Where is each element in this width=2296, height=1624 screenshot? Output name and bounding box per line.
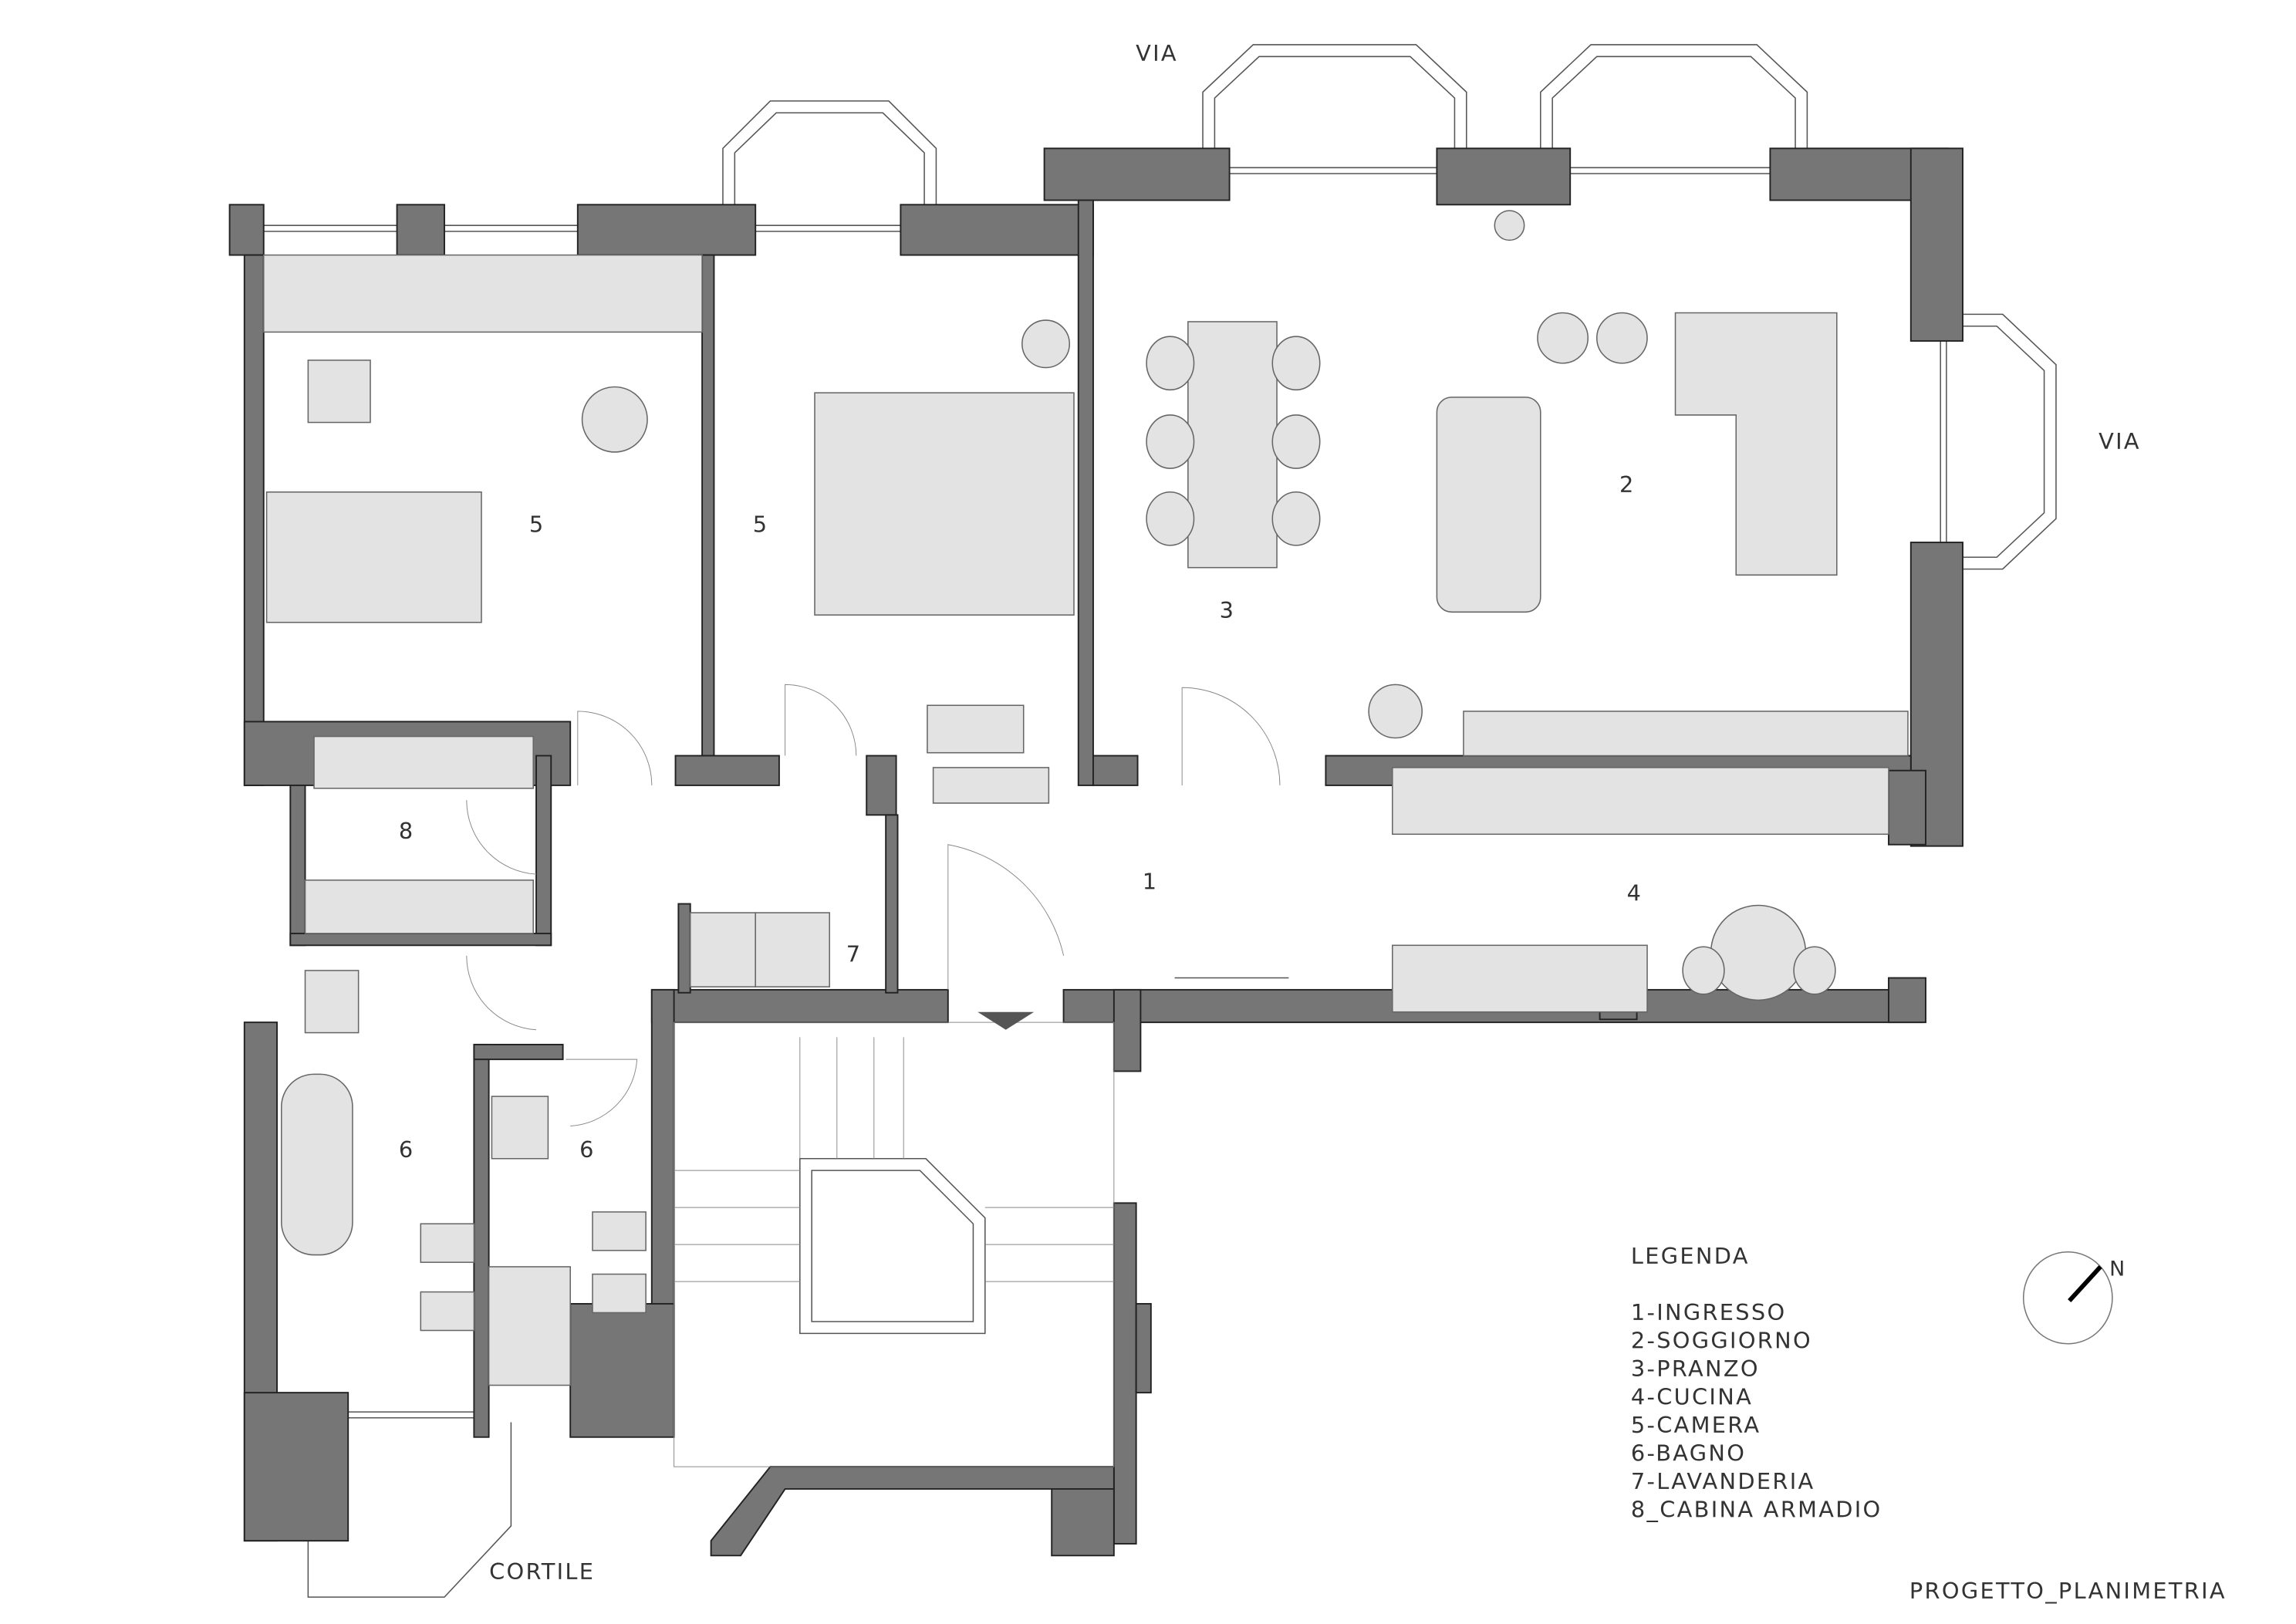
legend-item: 7-LAVANDERIA [1631,1468,1815,1494]
room-number-cabina-armadio: 8 [399,818,413,844]
sink-small-bath [491,1096,549,1160]
legend-item: 1-INGRESSO [1631,1299,1787,1325]
legend-item: 8_CABINA ARMADIO [1631,1496,1882,1522]
room-numbers: 1 2 3 4 5 5 6 6 7 8 [399,471,1641,1163]
legend-item: 2-SOGGIORNO [1631,1328,1812,1354]
table-small [307,360,371,424]
room-number-bagno-small: 6 [579,1136,593,1163]
kitchen-table [1710,904,1807,1001]
room-number-bagno-main: 6 [399,1136,413,1163]
kitchen-counter [1392,767,1889,836]
legend-item: 5-CAMERA [1631,1412,1761,1438]
room-number-ingresso: 1 [1143,868,1156,894]
wardrobe-top [313,735,534,789]
bed-left-room [265,491,482,623]
north-arrow-icon: N [2022,1251,2125,1345]
bathtub [281,1073,353,1256]
room-number-cucina: 4 [1627,880,1641,907]
rug-round [581,386,648,453]
kitchen-storage [1392,944,1648,1013]
street-label-top: VIA [1136,40,1178,66]
laundry-sink [755,912,830,988]
room-number-camera-left: 5 [529,512,543,538]
bay-windows [307,44,2057,1598]
washing-machine [689,912,756,988]
entrance-arrow [977,1011,1035,1030]
legend-item: 4-CUCINA [1631,1384,1753,1410]
tv-cabinet [1463,711,1909,757]
legend-item: 6-BAGNO [1631,1440,1746,1466]
corner-sofa [1674,312,1838,576]
legend-item: 3-PRANZO [1631,1356,1760,1382]
furniture [262,210,1909,1386]
drawing-title: PROGETTO_PLANIMETRIA [1909,1578,2227,1604]
side-table [1021,319,1071,369]
courtyard-label: CORTILE [489,1558,595,1585]
wardrobe-bottom [304,880,534,934]
street-label-right: VIA [2098,428,2141,454]
dining-table [1187,321,1278,569]
dresser [927,704,1025,754]
sofa [1436,397,1541,613]
north-label: N [2109,1257,2125,1281]
double-bed [814,392,1075,616]
legend: LEGENDA 1-INGRESSO 2-SOGGIORNO 3-PRANZO … [1631,1243,1882,1522]
legend-title: LEGENDA [1631,1243,1750,1269]
room-number-lavanderia: 7 [846,940,860,967]
desk-counter [262,254,703,333]
staircase [674,1011,1115,1467]
room-number-pranzo: 3 [1220,597,1234,623]
room-number-soggiorno: 2 [1619,471,1633,498]
doors [466,684,1289,1127]
room-number-camera-middle: 5 [753,512,767,538]
console [932,767,1050,804]
sink-main-bath [304,970,360,1034]
shower [488,1266,571,1386]
